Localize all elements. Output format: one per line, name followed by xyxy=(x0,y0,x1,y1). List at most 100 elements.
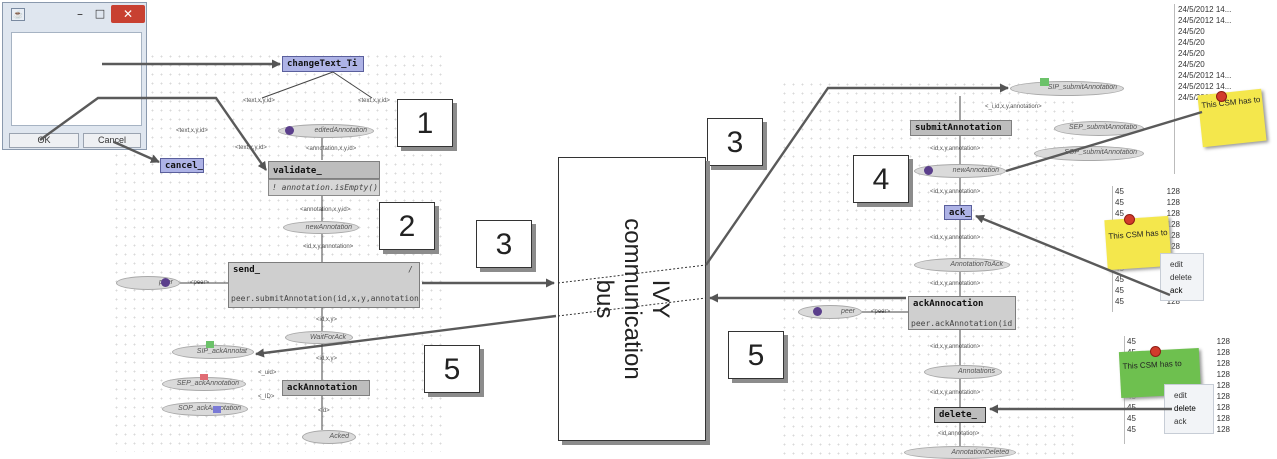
list-item: 128 xyxy=(1216,414,1230,423)
close-icon[interactable]: ✕ xyxy=(111,5,145,23)
step-3-callout: 3 xyxy=(476,220,532,268)
token-icon xyxy=(285,126,294,135)
list-item: 128 xyxy=(1216,337,1230,346)
arrow-cancel-to-cancel xyxy=(113,140,160,164)
list-item: 45 xyxy=(1115,275,1124,284)
list-item: 128 xyxy=(1166,220,1180,229)
transition-validate: validate_ xyxy=(268,161,380,179)
menu-item-edit[interactable]: edit xyxy=(1174,391,1187,400)
list-item: 128 xyxy=(1166,209,1180,218)
validate-guard-box xyxy=(268,179,380,196)
arc-label: <id> xyxy=(318,408,330,414)
list-item[interactable]: 24/5/20 xyxy=(1178,38,1205,47)
arc-label: <_i,id,x,y,annotation> xyxy=(985,104,1042,110)
arrow-bus-to-sip xyxy=(255,314,557,358)
transition-ack-annocation: ackAnnocation xyxy=(913,299,984,309)
validate-guard: ! annotation.isEmpty() xyxy=(272,183,378,192)
list-item: 128 xyxy=(1166,297,1180,306)
step-3-callout: 3 xyxy=(707,118,763,166)
arc-label: <id,x,y,annotation> xyxy=(930,390,981,396)
menu-item-edit[interactable]: edit xyxy=(1170,260,1183,269)
context-menu: edit delete ack xyxy=(1160,253,1204,301)
place-wait-for-ack: WaitForAck xyxy=(285,331,353,344)
arc-label: <id,x,y,annotation> xyxy=(930,189,981,195)
net-arc xyxy=(261,71,334,99)
list-item[interactable]: 24/5/2012 14... xyxy=(1178,16,1232,25)
step-5-callout: 5 xyxy=(728,331,784,379)
list-item: 128 xyxy=(1216,359,1230,368)
list-item[interactable]: 24/5/2012 14... xyxy=(1178,5,1232,14)
list-item[interactable]: 24/5/20 xyxy=(1178,60,1205,69)
arc-label: <id,x,y,annotation> xyxy=(930,146,981,152)
step-5-callout: 5 xyxy=(424,345,480,393)
transition-ack: ack_ xyxy=(944,205,972,220)
place-edited-annotation: editedAnnotation xyxy=(278,124,374,138)
dashed-bus-crossing xyxy=(557,264,707,284)
list-item: 128 xyxy=(1216,370,1230,379)
arc-label: <id,x,y,annotation> xyxy=(303,244,354,250)
menu-item-ack[interactable]: ack xyxy=(1170,286,1183,295)
maximize-icon[interactable]: □ xyxy=(94,7,106,20)
list-item: 45 xyxy=(1127,425,1136,434)
list-item: 45 xyxy=(1115,198,1124,207)
ack-annocation-box xyxy=(908,296,1016,330)
list-item: 128 xyxy=(1216,348,1230,357)
arc-label: <annotation,x,y,id> xyxy=(306,146,357,152)
arc-label: <id,x,y,annotation> xyxy=(930,344,981,350)
cancel-button[interactable]: Cancel xyxy=(83,133,141,148)
list-item: 128 xyxy=(1166,187,1180,196)
list-item[interactable]: 24/5/20 xyxy=(1178,27,1205,36)
token-icon xyxy=(924,166,933,175)
dialog-titlebar[interactable]: ☕ – □ ✕ xyxy=(3,3,146,27)
transition-delete: delete_ xyxy=(934,407,986,423)
sip-marker xyxy=(1040,78,1049,86)
annotation-dialog: ☕ – □ ✕ OK Cancel xyxy=(2,2,147,150)
list-item: 45 xyxy=(1115,187,1124,196)
send-transition-box xyxy=(228,262,420,308)
place-new-annotation: newAnnotation xyxy=(283,221,359,234)
list-item[interactable]: 24/5/20 xyxy=(1178,49,1205,58)
list-item: 45 xyxy=(1115,297,1124,306)
context-menu: edit delete ack xyxy=(1164,384,1214,434)
place-new-annotation: newAnnotation xyxy=(914,164,1006,178)
list-item[interactable]: 24/5/2012 14... xyxy=(1178,71,1232,80)
list-item: 45 xyxy=(1127,414,1136,423)
arc-label: <annotation,x,y,id> xyxy=(300,207,351,213)
arc-label: <id,x,y> xyxy=(316,317,338,323)
menu-item-ack[interactable]: ack xyxy=(1174,417,1187,426)
pin-icon xyxy=(1216,91,1227,102)
arc-label: <id,annotation> xyxy=(938,431,980,437)
list-item: 45 xyxy=(1115,286,1124,295)
arrow-bus-to-submit xyxy=(705,83,1009,266)
place-annotation-to-ack: AnnotationToAck xyxy=(914,258,1010,272)
arc-label: <id,x,y,annotation> xyxy=(930,235,981,241)
list-item[interactable]: 24/5/2012 14... xyxy=(1178,82,1232,91)
sip-marker xyxy=(206,341,214,348)
place-sip-submit: SIP_submitAnnotation xyxy=(1010,81,1124,96)
arc-label: <text,x,y,id> xyxy=(358,98,390,104)
arc-label: <id,x,y,annotation> xyxy=(930,281,981,287)
list-item: 128 xyxy=(1216,425,1230,434)
transition-submit-annotation: submitAnnotation xyxy=(910,120,1012,136)
minimize-icon[interactable]: – xyxy=(77,7,83,21)
step-4-callout: 4 xyxy=(853,155,909,203)
menu-item-delete[interactable]: delete xyxy=(1170,273,1192,282)
pin-icon xyxy=(1150,346,1161,357)
arrow-ok-to-validate xyxy=(39,96,267,171)
pin-icon xyxy=(1124,214,1135,225)
arc-label: <id,x,y> xyxy=(316,356,338,362)
transition-cancel: cancel_ xyxy=(160,158,204,173)
list-item: 128 xyxy=(1166,242,1180,251)
transition-ack-annotation: ackAnnotation xyxy=(282,380,370,396)
list-item: 128 xyxy=(1216,403,1230,412)
place-sop-ack: SOP_ackAnnotation xyxy=(162,402,248,416)
ivy-communication-bus: IVY communication bus xyxy=(558,157,706,441)
arc-label: <text,x,y,id> xyxy=(243,98,275,104)
menu-item-delete[interactable]: delete xyxy=(1174,404,1196,413)
ok-button[interactable]: OK xyxy=(9,133,79,148)
place-acked: Acked xyxy=(302,430,356,444)
token-icon xyxy=(813,307,822,316)
annotation-text-area[interactable] xyxy=(11,32,142,126)
list-item: 45 xyxy=(1115,209,1124,218)
